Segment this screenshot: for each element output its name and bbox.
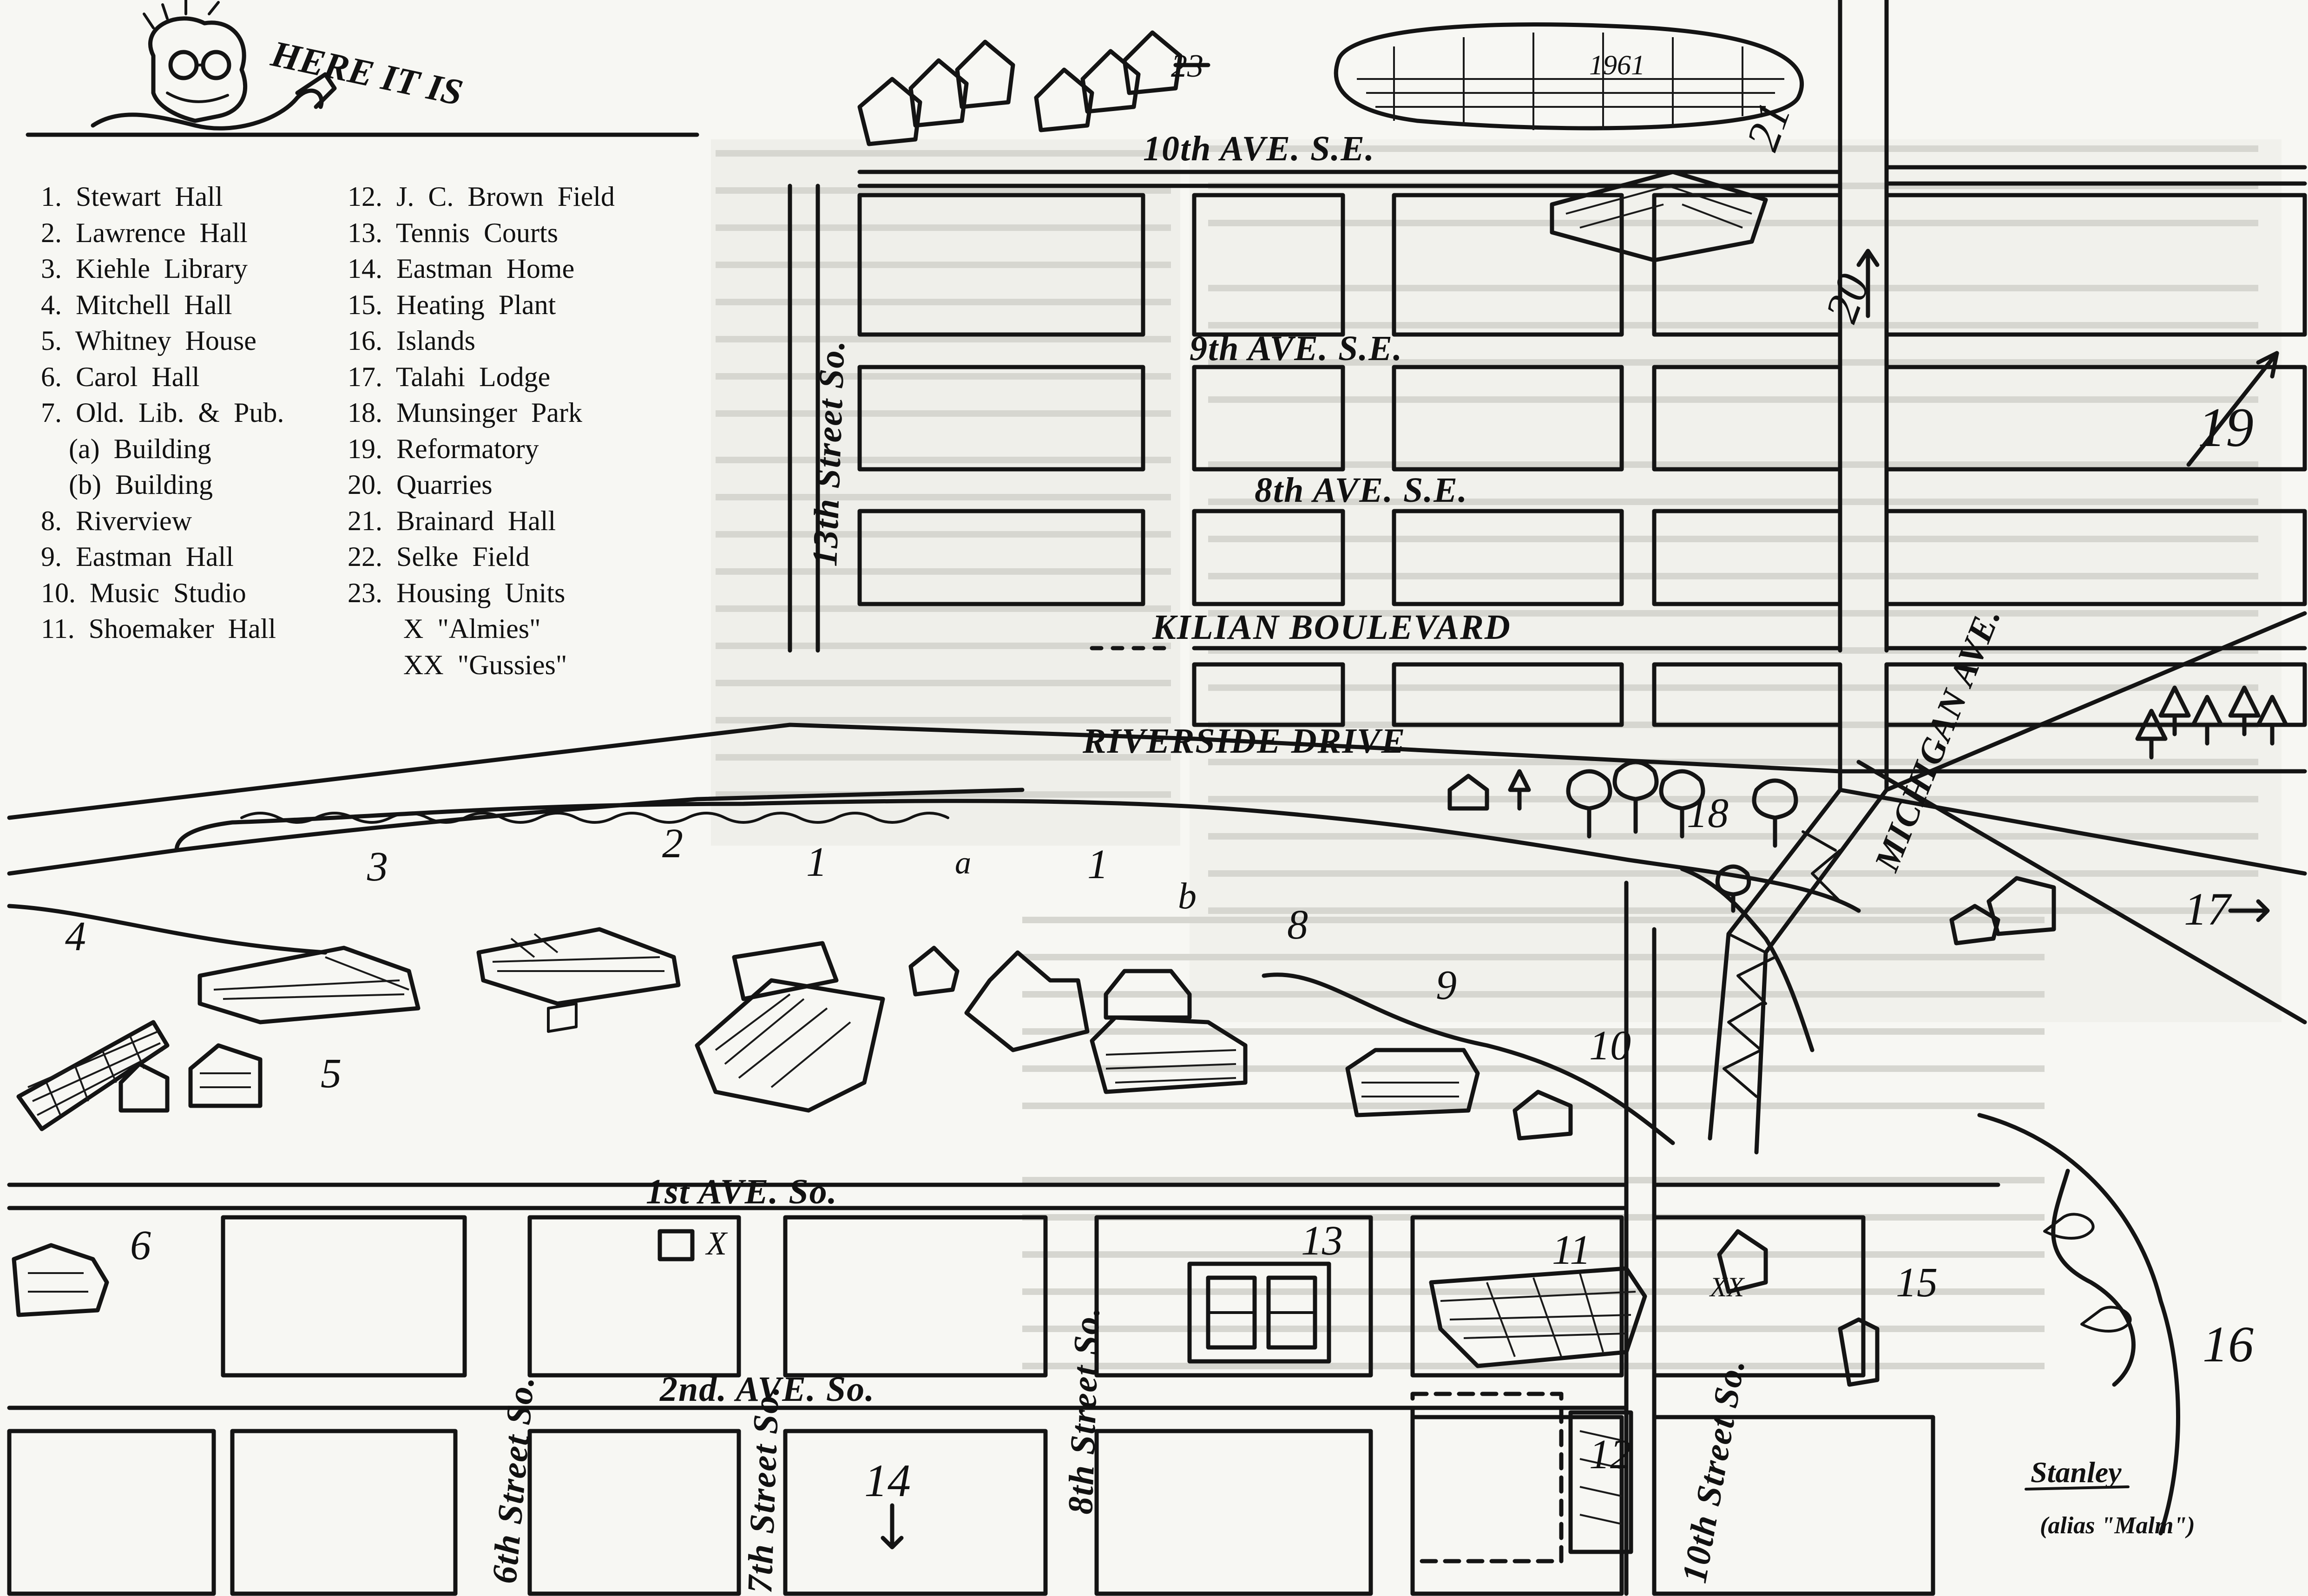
label-x: X — [705, 1225, 728, 1262]
legend-item: 1. Stewart Hall — [41, 181, 223, 212]
header-text: HERE IT IS — [267, 33, 466, 113]
legend-item: 8. Riverview — [41, 505, 192, 536]
legend-item: 11. Shoemaker Hall — [41, 613, 276, 644]
legend-item: 14. Eastman Home — [348, 253, 575, 284]
street-names: 10th AVE. S.E. 9th AVE. S.E. 8th AVE. S.… — [485, 129, 2008, 1594]
label-14: 14 — [864, 1455, 911, 1506]
legend-item: 7. Old. Lib. & Pub. — [41, 397, 284, 428]
legend-item: 16. Islands — [348, 325, 475, 356]
legend-item: 15. Heating Plant — [348, 289, 556, 320]
street-10th: 10th Street So. — [1675, 1356, 1752, 1586]
street-riverside-drive: RIVERSIDE DRIVE — [1082, 722, 1406, 761]
buildings: 1961 — [12, 22, 2288, 1563]
legend-item: 3. Kiehle Library — [41, 253, 248, 284]
street-kilian-boulevard: KILIAN BOULEVARD — [1152, 608, 1511, 647]
legend-item: (b) Building — [41, 469, 213, 500]
label-6: 6 — [130, 1222, 151, 1268]
legend-item: 17. Talahi Lodge — [348, 361, 551, 392]
label-13: 13 — [1301, 1218, 1343, 1264]
label-9: 9 — [1436, 962, 1457, 1008]
label-18: 18 — [1687, 790, 1729, 836]
legend-item: 6. Carol Hall — [41, 361, 200, 392]
signature-name: Stanley — [2031, 1456, 2122, 1489]
label-4: 4 — [65, 913, 86, 959]
street-13th: 13th Street So. — [805, 339, 852, 567]
header-cartoon: HERE IT IS — [26, 0, 699, 137]
legend-item: 4. Mitchell Hall — [41, 289, 232, 320]
legend-item: 9. Eastman Hall — [41, 541, 234, 572]
street-10th-ave: 10th AVE. S.E. — [1143, 129, 1375, 168]
label-1a: 1 — [806, 839, 827, 885]
label-b: b — [1178, 876, 1197, 917]
legend-item: 13. Tennis Courts — [348, 217, 559, 248]
street-8th-ave: 8th AVE. S.E. — [1255, 471, 1468, 510]
label-19: 19 — [2198, 396, 2254, 458]
label-2: 2 — [662, 821, 683, 867]
legend-item: XX "Gussies" — [348, 649, 567, 680]
legend-item: 2. Lawrence Hall — [41, 217, 248, 248]
label-16: 16 — [2203, 1316, 2254, 1373]
street-9th-ave: 9th AVE. S.E. — [1190, 329, 1403, 368]
legend-item: 20. Quarries — [348, 469, 493, 500]
label-10: 10 — [1589, 1023, 1631, 1069]
label-15: 15 — [1896, 1260, 1938, 1306]
label-3: 3 — [367, 844, 388, 890]
legend-item: 12. J. C. Brown Field — [348, 181, 615, 212]
legend-item: (a) Building — [41, 433, 211, 464]
map-legend: 1. Stewart Hall 2. Lawrence Hall 3. Kiehle… — [41, 179, 701, 695]
legend-item: 5. Whitney House — [41, 325, 256, 356]
label-12: 12 — [1589, 1432, 1631, 1478]
legend-item: 18. Munsinger Park — [348, 397, 582, 428]
signature-alias: (alias "Malm") — [2040, 1512, 2195, 1539]
label-17: 17 — [2184, 883, 2232, 935]
artist-signature: Stanley (alias "Malm") — [2025, 1456, 2195, 1539]
street-2nd-ave: 2nd. AVE. So. — [659, 1370, 875, 1409]
legend-column-1: 1. Stewart Hall 2. Lawrence Hall 3. Kiehle… — [41, 179, 338, 647]
label-1b: 1 — [1087, 841, 1108, 887]
legend-item: 22. Selke Field — [348, 541, 530, 572]
legend-item: 21. Brainard Hall — [348, 505, 556, 536]
legend-item: 19. Reformatory — [348, 433, 539, 464]
street-8th: 8th Street So. — [1061, 1306, 1107, 1515]
label-a: a — [955, 845, 971, 881]
michigan-ave-diagonal — [1708, 611, 2307, 1155]
legend-item: X "Almies" — [348, 613, 541, 644]
label-23: 23 — [1171, 48, 1203, 84]
street-7th: 7th Street So. — [740, 1385, 787, 1594]
label-11: 11 — [1552, 1227, 1591, 1273]
label-xx: XX — [1709, 1272, 1745, 1302]
stadium-year: 1961 — [1589, 50, 1645, 80]
street-grid-north — [788, 0, 2307, 727]
legend-item: 10. Music Studio — [41, 577, 246, 608]
label-5: 5 — [321, 1051, 342, 1097]
street-1st-ave: 1st AVE. So. — [646, 1172, 838, 1211]
riverside-drive — [7, 722, 2307, 1145]
legend-item: 23. Housing Units — [348, 577, 565, 608]
label-8: 8 — [1287, 902, 1308, 948]
legend-column-2: 12. J. C. Brown Field 13. Tennis Courts 14… — [348, 179, 701, 683]
